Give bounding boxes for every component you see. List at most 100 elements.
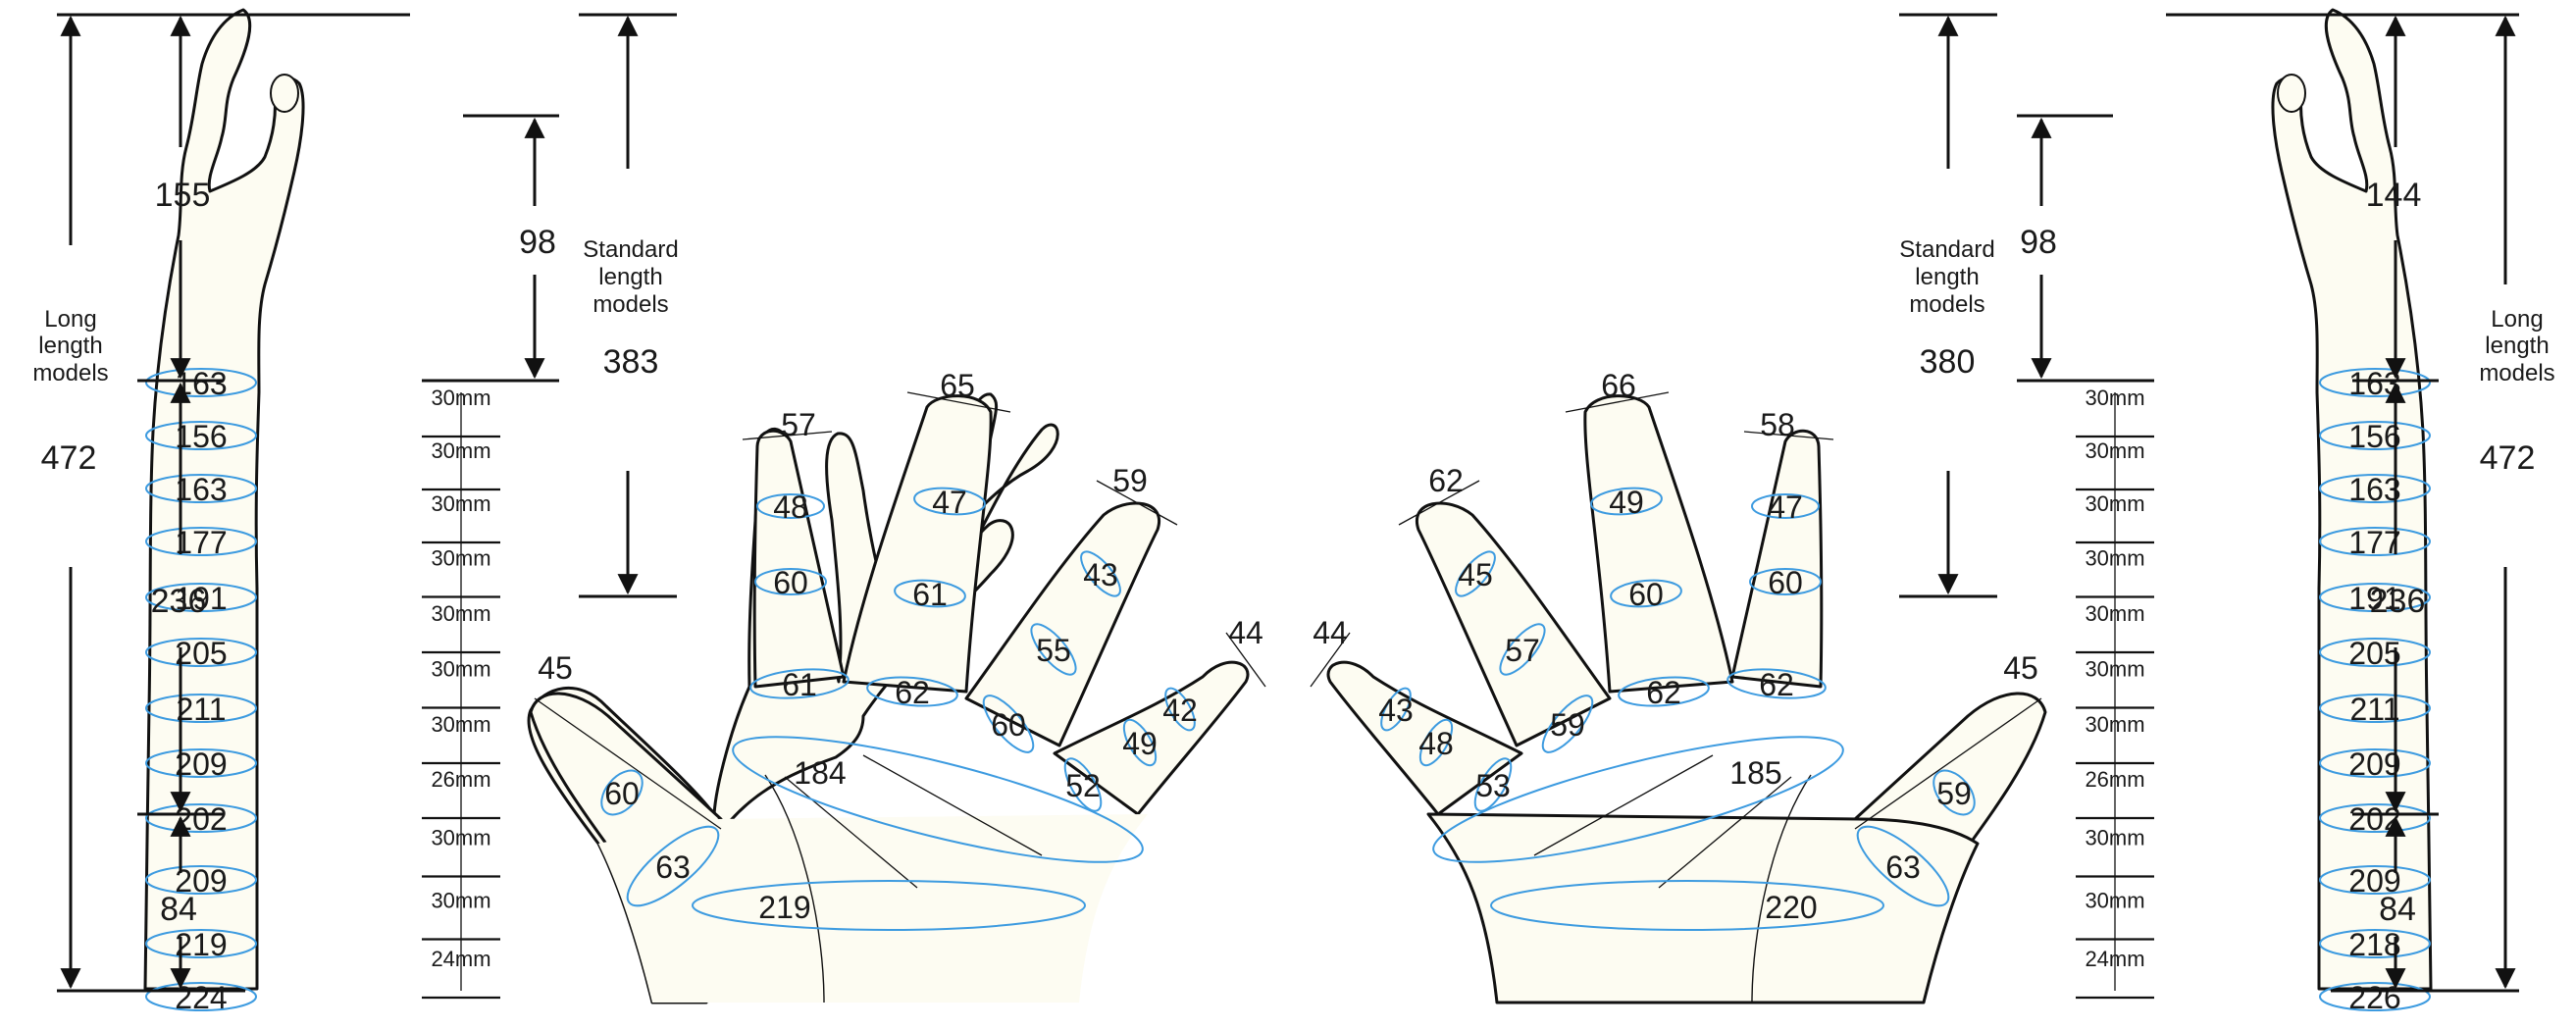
right-hand-ring-thumb-mid xyxy=(1932,769,1976,816)
left-ring-finger xyxy=(964,501,1161,747)
right-arm-figure xyxy=(2271,8,2433,991)
right-hand-ring-ring-3 xyxy=(1541,695,1594,753)
left-hand-middle-2: 61 xyxy=(912,577,948,612)
right-spacing-label: 30mm xyxy=(2085,889,2144,913)
left-hand-ring-thumb-base xyxy=(626,825,720,907)
right-arm-ring xyxy=(2319,865,2431,895)
left-arm-circumference: 209 xyxy=(175,863,227,899)
right-hand-ring-1: 45 xyxy=(1458,557,1493,592)
right-hand-ring-wrist xyxy=(1490,880,1884,931)
left-spacing-label: 24mm xyxy=(431,947,490,971)
right-standard-label: Standard length models xyxy=(1899,236,1994,318)
left-arm-circumference: 202 xyxy=(175,801,227,837)
left-arm-ring xyxy=(145,583,257,612)
right-hand-little-3: 53 xyxy=(1475,768,1511,803)
right-spacing-label: 30mm xyxy=(2085,546,2144,571)
right-spacing-scale: 30mm30mm30mm30mm30mm30mm30mm26mm30mm30mm… xyxy=(2076,386,2154,1000)
left-arm-ring xyxy=(145,982,257,1011)
right-hand-ring-tip: 62 xyxy=(1428,463,1464,498)
right-arm-ring xyxy=(2319,803,2431,833)
right-arm-circumference: 191 xyxy=(2348,581,2400,616)
left-dimension-labels: 155 236 84 472 98 383 xyxy=(41,177,659,928)
left-hand-palm: 184 xyxy=(794,755,846,791)
right-spacing-label: 30mm xyxy=(2085,386,2144,410)
left-arm-circumference: 211 xyxy=(176,692,226,727)
right-standard-total-value: 380 xyxy=(1920,343,1976,381)
right-hand-thumb-mid: 59 xyxy=(1936,776,1972,811)
left-standard-total-value: 383 xyxy=(603,343,659,381)
left-spacing-label: 30mm xyxy=(431,438,490,463)
left-hand-ring-ring-2 xyxy=(1030,623,1077,676)
left-hand-top-value: 155 xyxy=(155,177,211,214)
left-hand-ring-index-2 xyxy=(754,568,827,595)
left-hand-middle-1: 47 xyxy=(932,485,967,520)
right-hand-thumb-tip: 45 xyxy=(2003,650,2038,686)
right-spacing-label: 30mm xyxy=(2085,438,2144,463)
right-dimension-labels: 144 236 84 472 98 380 xyxy=(1920,177,2536,928)
left-hand-thumb-mid: 60 xyxy=(604,776,640,811)
svg-text:models: models xyxy=(32,360,108,386)
right-spacing-label: 30mm xyxy=(2085,657,2144,682)
right-arm-circumference: 209 xyxy=(2348,746,2400,782)
left-arm-circumference: 177 xyxy=(175,525,227,560)
right-hand-index-1: 47 xyxy=(1768,489,1803,525)
left-arm-circumference: 191 xyxy=(175,581,227,616)
right-spacing-label: 24mm xyxy=(2085,947,2144,971)
left-arm-circumference: 209 xyxy=(175,746,227,782)
left-hand-ring-index-3 xyxy=(749,668,850,699)
right-arm-circumference: 226 xyxy=(2348,980,2400,1015)
left-forearm-lower-value: 84 xyxy=(160,891,197,928)
left-little-finger xyxy=(1053,660,1250,816)
svg-text:length: length xyxy=(2485,333,2549,359)
left-palm xyxy=(598,814,1148,1003)
right-palm xyxy=(1426,812,1980,1004)
left-arm-circumference: 163 xyxy=(175,472,227,507)
svg-text:length: length xyxy=(38,333,102,359)
right-hand-little-1: 43 xyxy=(1378,693,1414,728)
left-hand-index-1: 48 xyxy=(773,489,808,525)
svg-text:models: models xyxy=(1909,291,1984,318)
right-hand-ring-ring-2 xyxy=(1499,623,1546,676)
left-hand-ring-index-1 xyxy=(756,493,825,519)
right-hand-ring-little-3 xyxy=(1473,757,1513,812)
right-hand-ring-3: 59 xyxy=(1550,707,1585,743)
left-dimension-lines xyxy=(57,13,677,993)
right-spacing-label: 26mm xyxy=(2085,767,2144,792)
left-thumbnail xyxy=(270,74,299,113)
left-spacing-label: 30mm xyxy=(431,386,490,410)
right-hand-ring-little-2 xyxy=(1418,718,1454,767)
right-hand-ring-index-1 xyxy=(1751,493,1820,519)
left-forearm-upper-value: 236 xyxy=(151,583,207,620)
right-hand-ring-middle-1 xyxy=(1590,487,1663,516)
right-thumbnail xyxy=(2277,74,2306,113)
left-arm-circumference: 224 xyxy=(175,980,227,1015)
right-hand-index-tip: 58 xyxy=(1760,407,1795,442)
right-hand-palm: 185 xyxy=(1729,755,1781,791)
left-arm-outline xyxy=(143,8,305,991)
left-hand-wrist: 219 xyxy=(758,890,810,925)
left-long-label: Long length models xyxy=(32,306,108,386)
right-spacing-label: 30mm xyxy=(2085,491,2144,516)
left-hand-ring-ring-1 xyxy=(1080,550,1121,597)
right-hand-ring-thumb-base xyxy=(1856,825,1950,907)
right-long-label: Long length models xyxy=(2479,306,2554,386)
left-hand-ring-1: 43 xyxy=(1083,557,1118,592)
right-hand-ring-ring-1 xyxy=(1455,550,1496,597)
right-arm-circumference: 163 xyxy=(2348,472,2400,507)
right-hand-index-3: 62 xyxy=(1759,667,1794,702)
right-index-finger xyxy=(1730,429,1824,689)
left-arm-ring xyxy=(145,694,257,723)
left-hand-index-tip: 57 xyxy=(781,407,816,442)
right-forearm-upper-value: 236 xyxy=(2370,583,2426,620)
right-arm-ring xyxy=(2319,583,2431,612)
left-spacing-label: 30mm xyxy=(431,601,490,626)
right-arm-ring xyxy=(2319,748,2431,778)
right-arm-ring xyxy=(2319,368,2431,397)
svg-text:Long: Long xyxy=(2491,306,2543,333)
svg-text:models: models xyxy=(592,291,668,318)
left-arm-ring xyxy=(145,748,257,778)
